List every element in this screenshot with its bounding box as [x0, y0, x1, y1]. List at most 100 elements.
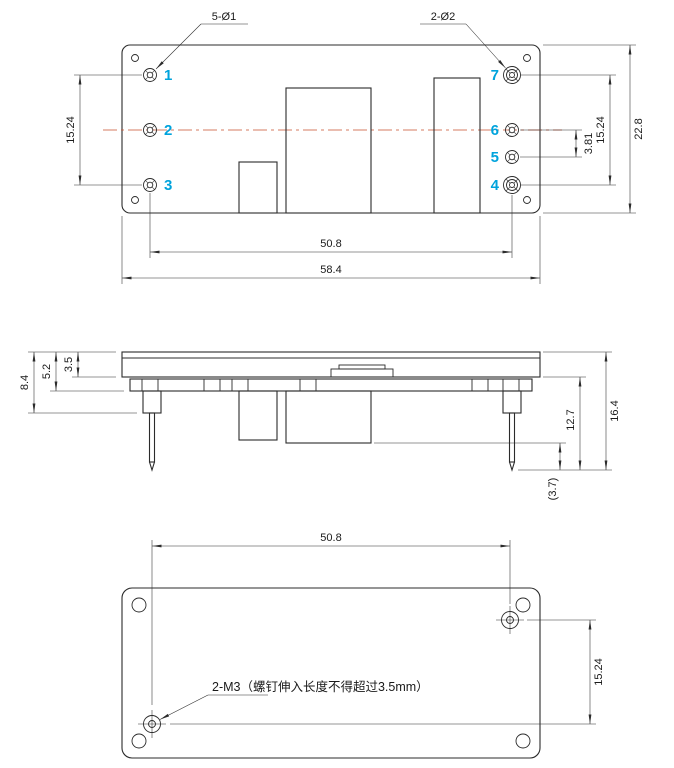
side-component-small — [238, 390, 278, 441]
top-view: 1 2 3 7 6 5 4 5-Ø1 2-Ø2 15.24 3.81 — [65, 11, 645, 284]
pin-outer — [503, 176, 521, 194]
bottom-view: 50.8 15.24 2-M3（螺钉伸入长度不得超过3.5mm） — [121, 532, 605, 759]
dim-side-base: 8.4 — [19, 352, 137, 414]
dim-bottom-hole-span: 50.8 — [151, 532, 511, 705]
dim-side-overall: 16.4 — [518, 351, 621, 471]
pin-label-3: 3 — [164, 177, 172, 194]
side-view: 3.5 5.2 8.4 12.7 16.4 (3.7) — [19, 351, 621, 501]
side-component-large — [285, 390, 372, 444]
pin-mid — [506, 179, 518, 191]
corner-hole-icon — [523, 54, 531, 62]
pin-outer — [505, 123, 519, 137]
pin-label-4: 4 — [491, 177, 500, 194]
corner-hole-icon — [131, 597, 147, 613]
side-center-detail-top — [338, 364, 386, 370]
pin-inner — [146, 71, 154, 79]
side-standoff-right — [502, 390, 522, 414]
pin-label-5: 5 — [491, 149, 499, 166]
side-center-detail — [330, 368, 394, 378]
dim-label: 5.2 — [41, 364, 53, 379]
pin-inner — [509, 182, 515, 188]
pin-tip — [508, 461, 516, 472]
pin-inner — [509, 72, 515, 78]
dim-side-lid: 3.5 — [63, 352, 116, 378]
pin-mid — [506, 69, 518, 81]
side-standoff-left — [142, 390, 162, 414]
pin-4-marker — [503, 176, 521, 194]
corner-hole-icon — [131, 733, 147, 749]
pin-inner — [508, 153, 516, 161]
pin-inner — [508, 126, 516, 134]
component-outline — [238, 161, 278, 214]
pin-inner — [146, 181, 154, 189]
leader-line — [465, 23, 506, 69]
dim-label: 50.8 — [320, 532, 341, 544]
dim-label: 50.8 — [320, 238, 341, 250]
pin-outer — [143, 123, 157, 137]
callout-large-holes-label: 2-Ø2 — [431, 11, 455, 23]
side-pin-right — [508, 412, 516, 472]
bottom-outline — [121, 587, 541, 759]
pin-shaft — [508, 412, 516, 463]
leader-line — [155, 23, 202, 70]
pin-label-7: 7 — [491, 67, 499, 84]
side-pin-left — [148, 412, 156, 472]
component-outline — [285, 87, 372, 214]
pin-tip — [148, 461, 156, 472]
dim-label: 15.24 — [595, 116, 607, 144]
pin-outer — [503, 66, 521, 84]
pin-inner — [146, 126, 154, 134]
dim-label: 8.4 — [19, 375, 31, 390]
pin-6-marker — [505, 123, 519, 137]
dim-label: 3.81 — [583, 133, 595, 154]
bottom-corner-holes — [131, 597, 531, 749]
mount-hole-top-right — [496, 606, 524, 634]
dim-label: 15.24 — [593, 658, 605, 686]
dim-side-pin-length: 12.7 — [543, 376, 586, 470]
dim-top-left-pitch: 15.24 — [65, 74, 142, 186]
screw-note-callout: 2-M3（螺钉伸入长度不得超过3.5mm） — [159, 679, 429, 720]
corner-hole-icon — [131, 54, 139, 62]
pin-5-marker — [505, 150, 519, 164]
dim-top-width: 58.4 — [121, 216, 541, 284]
callout-small-holes: 5-Ø1 — [155, 11, 248, 70]
dim-bottom-hole-pitch: 15.24 — [170, 619, 605, 725]
dim-top-pin-span: 50.8 — [149, 193, 513, 258]
dim-label: (3.7) — [547, 478, 559, 501]
dim-side-tip-ref: (3.7) — [374, 442, 566, 501]
dim-label: 58.4 — [320, 264, 341, 276]
corner-hole-icon — [515, 733, 531, 749]
pin-label-1: 1 — [164, 67, 172, 84]
dim-top-height: 22.8 — [543, 44, 645, 214]
dim-top-right-gap: 3.81 — [520, 129, 595, 158]
side-strip-segments — [141, 379, 520, 391]
dim-label: 15.24 — [65, 116, 77, 144]
leader-line — [159, 694, 209, 720]
corner-hole-icon — [515, 597, 531, 613]
pin-2-marker — [143, 123, 157, 137]
corner-hole-icon — [523, 196, 531, 204]
screw-note-text: 2-M3（螺钉伸入长度不得超过3.5mm） — [212, 679, 429, 694]
pin-outer — [505, 150, 519, 164]
pin-outer — [143, 178, 157, 192]
top-outline — [121, 44, 541, 214]
dim-side-body: 5.2 — [41, 352, 124, 392]
dim-top-right-pitch: 15.24 — [521, 74, 616, 186]
internal-component-outlines — [238, 77, 481, 214]
component-outline — [433, 77, 481, 214]
pin-label-2: 2 — [164, 122, 172, 139]
mount-hole-bottom-left — [138, 710, 166, 738]
pin-1-marker — [143, 68, 157, 82]
dim-label: 3.5 — [63, 357, 75, 372]
dim-label: 12.7 — [565, 409, 577, 430]
pin-3-marker — [143, 178, 157, 192]
top-corner-holes — [131, 54, 531, 204]
pin-7-marker — [503, 66, 521, 84]
corner-hole-icon — [131, 196, 139, 204]
dim-label: 22.8 — [633, 118, 645, 139]
callout-large-holes: 2-Ø2 — [420, 11, 506, 69]
dim-label: 16.4 — [609, 400, 621, 421]
pin-outer — [143, 68, 157, 82]
